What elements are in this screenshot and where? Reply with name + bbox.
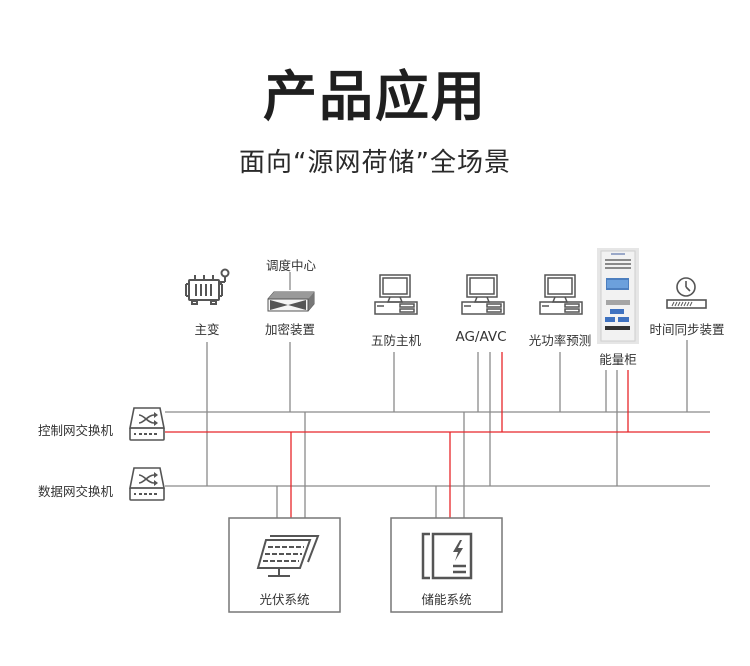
dispatch-center-label: 调度中心 [265, 258, 316, 273]
page-subtitle: 面向“源网荷储”全场景 [239, 148, 511, 178]
anti-misoperation-computer-icon [374, 274, 418, 315]
encryption-device-label: 加密装置 [264, 322, 315, 337]
storage-system-label: 储能系统 [421, 592, 472, 607]
pv-system-label: 光伏系统 [259, 592, 310, 607]
time-sync-icon [666, 277, 707, 309]
anti-misoperation-label: 五防主机 [370, 333, 421, 348]
encryption-device-icon [267, 291, 315, 312]
page-title: 产品应用 [263, 65, 487, 128]
pv-forecast-computer-icon [539, 274, 583, 315]
control-switch-label: 控制网交换机 [38, 423, 114, 438]
energy-cabinet-icon [597, 248, 639, 344]
pv-forecast-label: 光功率预测 [528, 333, 592, 348]
solar-panel-icon [256, 535, 320, 577]
control-switch-icon [129, 407, 165, 441]
pv-system-box [228, 517, 341, 613]
battery-storage-icon [421, 532, 473, 580]
agc-avc-label: AG/AVC [455, 329, 507, 345]
energy-cabinet-label: 能量柜 [599, 352, 637, 367]
transformer-label: 主变 [194, 322, 220, 337]
time-sync-label: 时间同步装置 [649, 322, 725, 337]
agc-avc-computer-icon [461, 274, 505, 315]
transformer-icon [185, 268, 230, 305]
data-switch-label: 数据网交换机 [38, 484, 114, 499]
data-switch-icon [129, 467, 165, 501]
